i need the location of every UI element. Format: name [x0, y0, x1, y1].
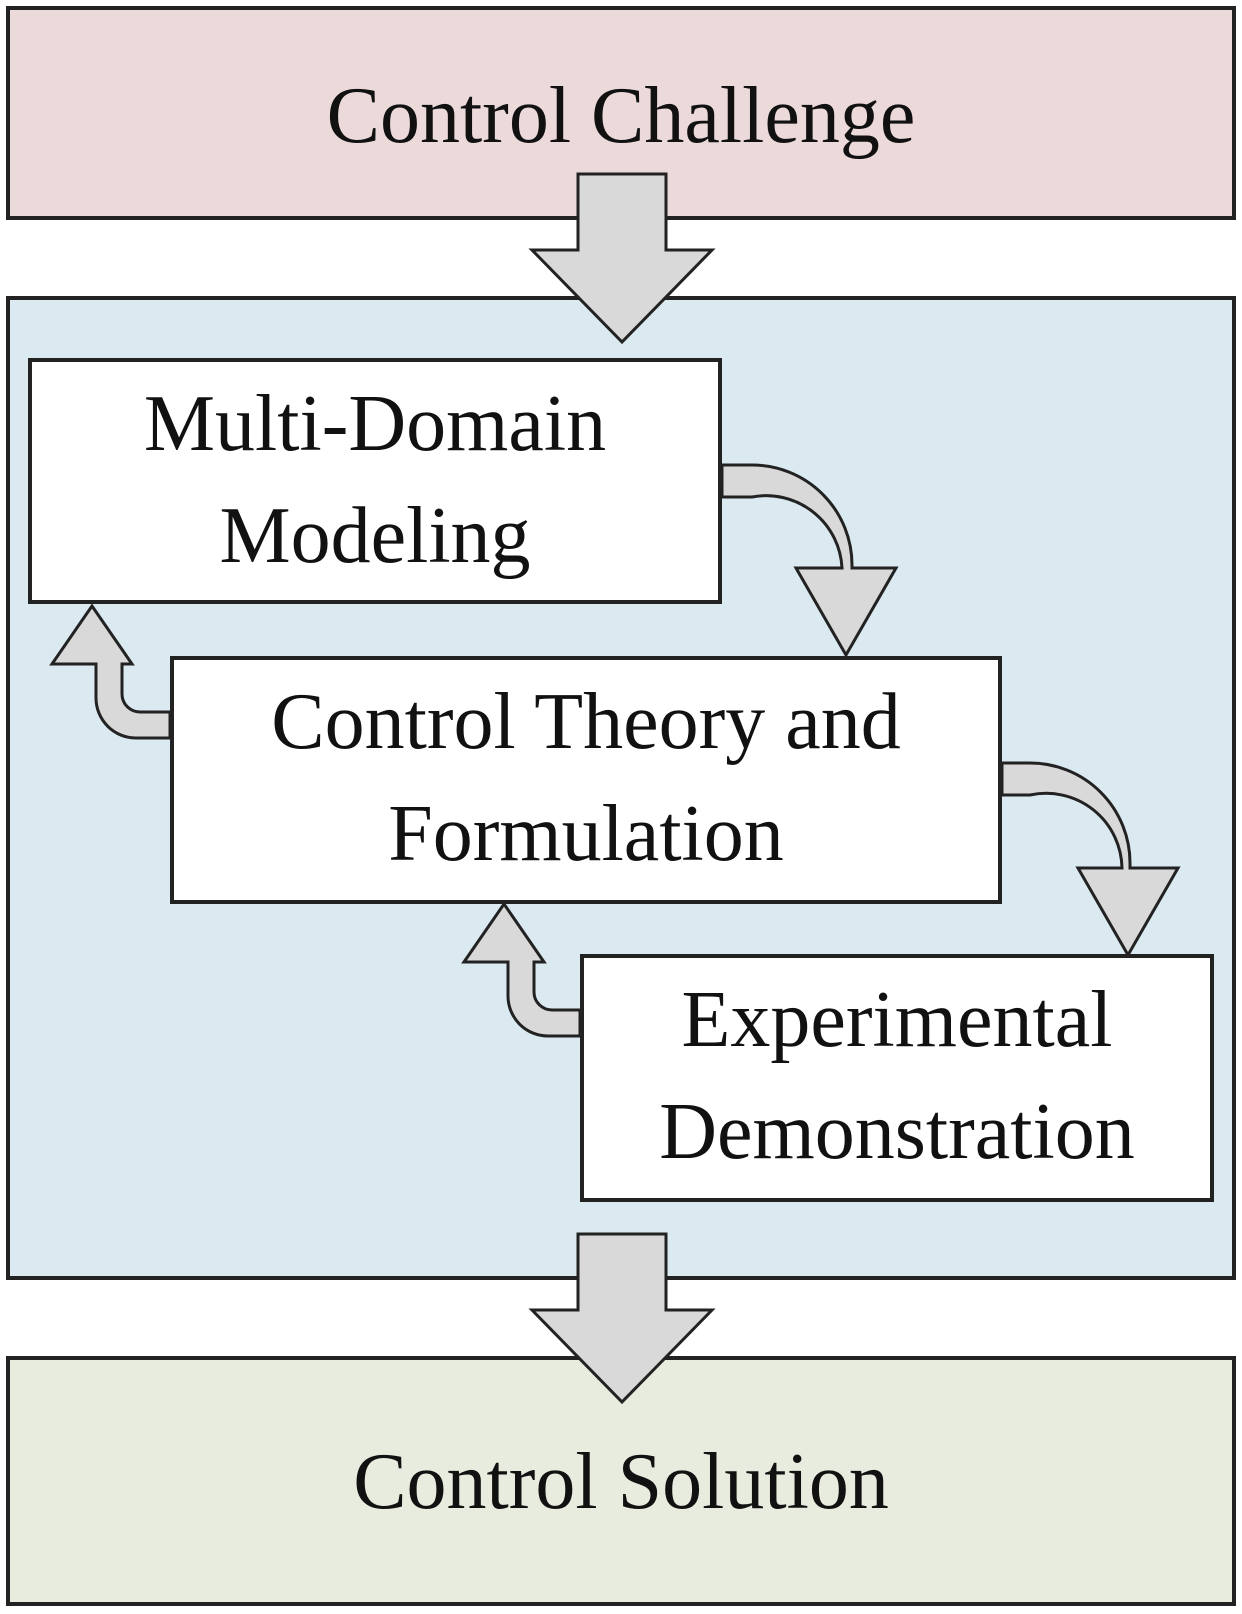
down-arrow-to-solution [528, 1232, 716, 1405]
down-arrow-to-process [528, 172, 716, 345]
return-arrow-theory-to-modeling [49, 603, 172, 740]
step-modeling-line2: Modeling [219, 492, 530, 580]
challenge-label: Control Challenge [327, 72, 916, 160]
step-experimental-line2: Demonstration [659, 1088, 1134, 1176]
step-experimental-line1: Experimental [682, 976, 1113, 1064]
step-box-theory [170, 656, 1002, 904]
step-modeling-line1: Multi-Domain [144, 380, 606, 468]
step-theory-line2: Formulation [388, 790, 784, 878]
return-arrow-experimental-to-theory [461, 901, 582, 1038]
solution-label: Control Solution [353, 1438, 889, 1526]
step-box-modeling [28, 358, 722, 604]
step-box-experimental [580, 954, 1214, 1202]
step-theory-line1: Control Theory and [271, 678, 901, 766]
curved-arrow-modeling-to-theory [720, 463, 899, 659]
